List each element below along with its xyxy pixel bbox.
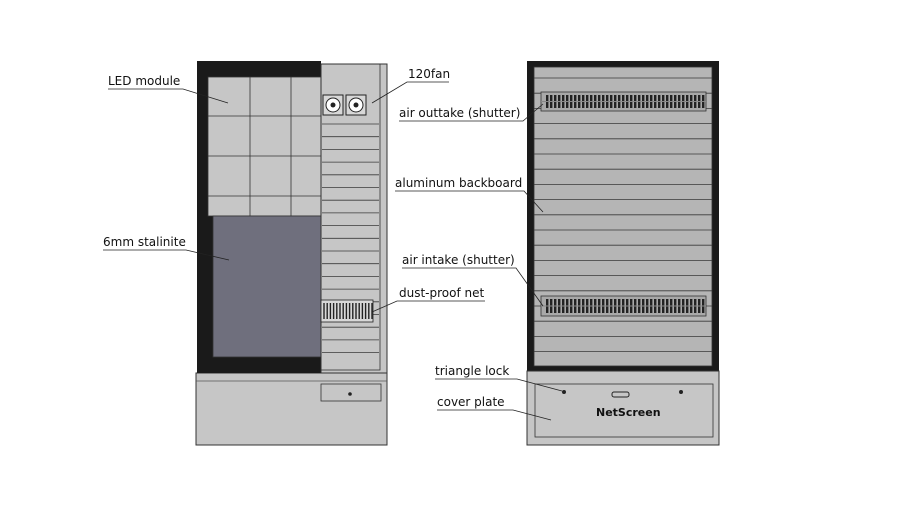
label-air-outtake: air outtake (shutter) [399, 106, 520, 120]
air-outtake-shutter [540, 91, 707, 112]
label-dust-net: dust-proof net [399, 286, 485, 300]
label-air-intake: air intake (shutter) [402, 253, 515, 267]
label-stalinite: 6mm stalinite [103, 235, 186, 249]
label-triangle-lock: triangle lock [435, 364, 509, 378]
front-cabinet [195, 61, 388, 446]
brand-logo: NetScreen [596, 406, 661, 419]
label-cover-plate: cover plate [437, 395, 505, 409]
label-backboard: aluminum backboard [395, 176, 522, 190]
led-module-grid [208, 77, 321, 216]
led-module-panel [207, 76, 322, 217]
air-intake-shutter [540, 295, 707, 317]
label-led-module: LED module [108, 74, 180, 88]
stalinite-glass [212, 215, 322, 358]
label-fan: 120fan [408, 67, 450, 81]
back-cabinet: NetScreen [526, 61, 720, 446]
dust-net-icon [320, 299, 374, 323]
fan-icon [322, 94, 367, 116]
triangle-lock-icon [562, 390, 566, 394]
